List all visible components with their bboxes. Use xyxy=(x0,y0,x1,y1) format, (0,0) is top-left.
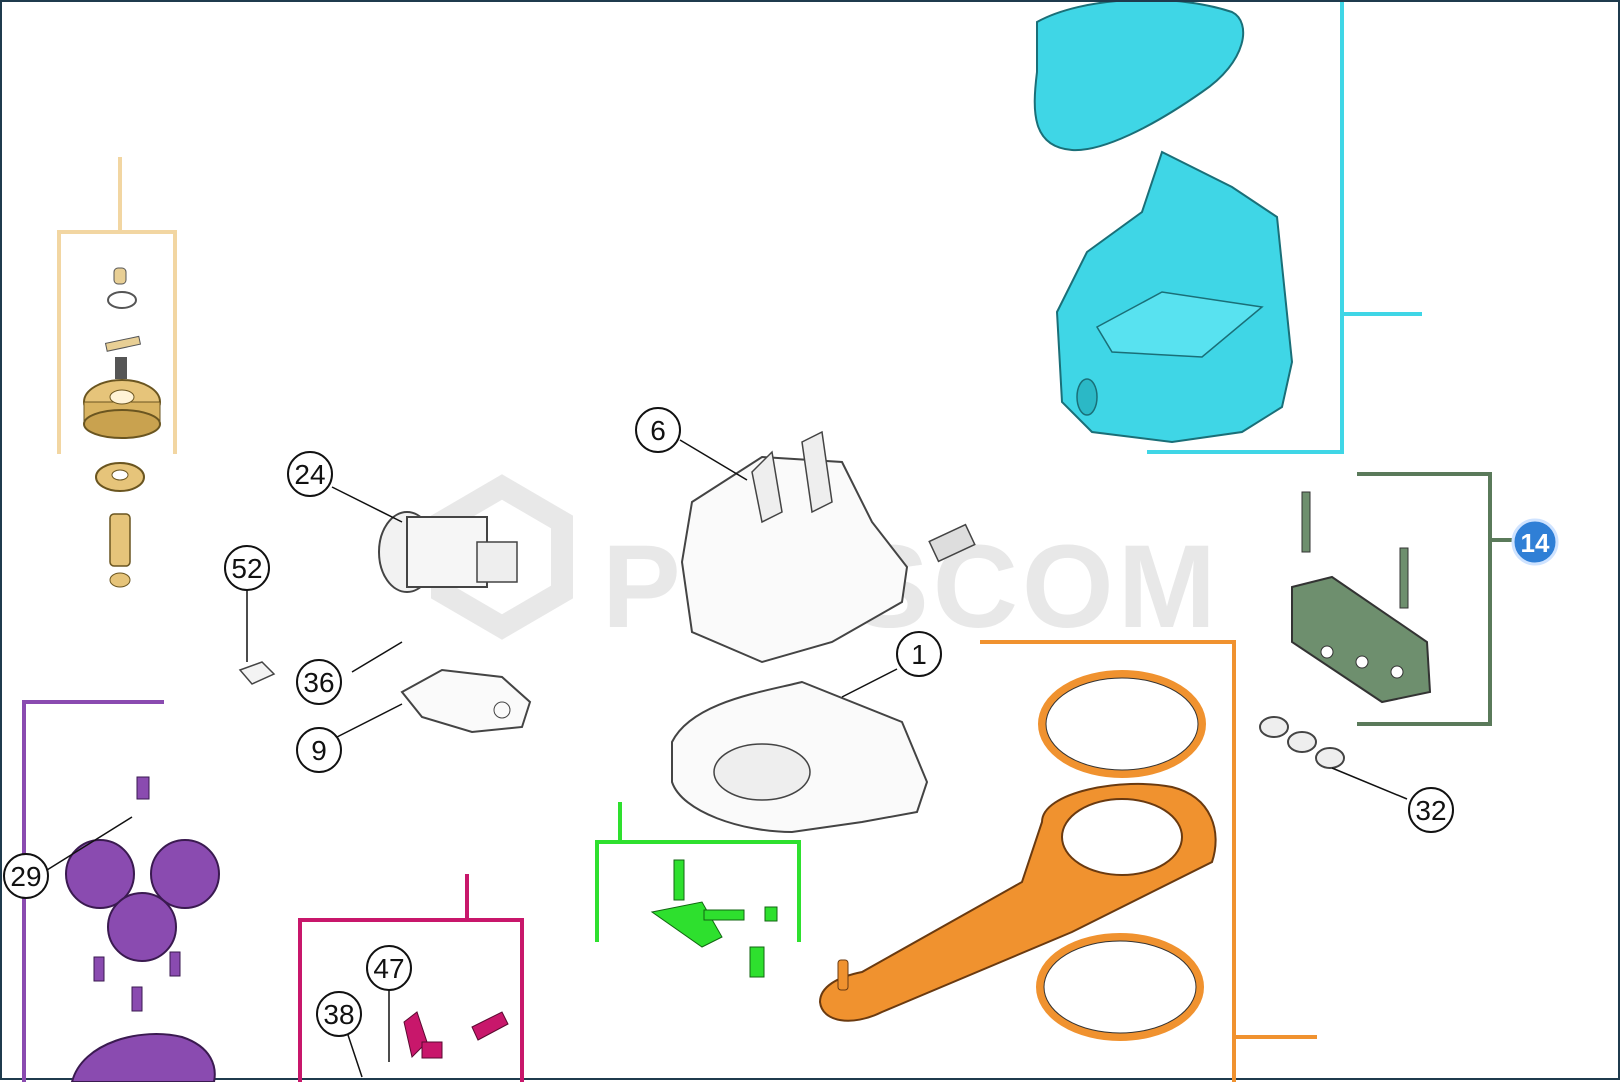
callout-38: 38 xyxy=(316,991,362,1037)
bracket-group-14 xyxy=(1291,472,1512,726)
green-group-bracket xyxy=(595,840,801,942)
clutch-group xyxy=(298,874,524,1082)
callout-47: 47 xyxy=(366,945,412,991)
callout-52: 52 xyxy=(224,545,270,591)
top-cover-part xyxy=(1033,2,1245,152)
callout-6-label: 6 xyxy=(650,415,666,446)
callout-9-label: 9 xyxy=(311,735,327,766)
magenta-group-bracket xyxy=(298,918,524,1082)
callout-1-label: 1 xyxy=(911,639,927,670)
callout-38-label: 38 xyxy=(323,999,354,1030)
housing-part-6 xyxy=(680,430,976,664)
cover-group xyxy=(1033,2,1422,454)
callout-6: 6 xyxy=(635,407,681,453)
callout-32: 32 xyxy=(1408,787,1454,833)
badge-circle xyxy=(1511,518,1559,566)
plate-part-9 xyxy=(400,668,532,734)
callout-36: 36 xyxy=(296,659,342,705)
callout-36-label: 36 xyxy=(303,667,334,698)
callout-47-label: 47 xyxy=(373,953,404,984)
release-lever-group xyxy=(818,640,1317,1082)
washers-part-32 xyxy=(1259,716,1345,769)
clip-part-52 xyxy=(238,661,276,685)
purple-group-bracket xyxy=(22,700,164,1082)
badge-14[interactable]: 14 xyxy=(1511,518,1559,566)
hardware-group xyxy=(595,802,801,978)
badge-14-label: 14 xyxy=(1521,528,1550,558)
cover-group-bracket xyxy=(1147,2,1344,454)
callout-29: 29 xyxy=(3,853,49,899)
callout-24: 24 xyxy=(287,451,333,497)
orange-group-bracket xyxy=(980,640,1236,1082)
callout-52-label: 52 xyxy=(231,553,262,584)
callout-9: 9 xyxy=(296,727,342,773)
gear-stack-group xyxy=(57,157,177,588)
planetary-gear-group xyxy=(22,700,220,1082)
base-part-1 xyxy=(671,680,929,834)
callout-24-label: 24 xyxy=(294,459,325,490)
bracket-group-line xyxy=(1357,472,1492,726)
gear-group-bracket xyxy=(57,230,177,454)
callout-32-label: 32 xyxy=(1415,795,1446,826)
callout-1: 1 xyxy=(896,631,942,677)
callout-29-label: 29 xyxy=(10,861,41,892)
motor-part-24 xyxy=(378,511,518,593)
leader-lines xyxy=(46,439,1408,1078)
